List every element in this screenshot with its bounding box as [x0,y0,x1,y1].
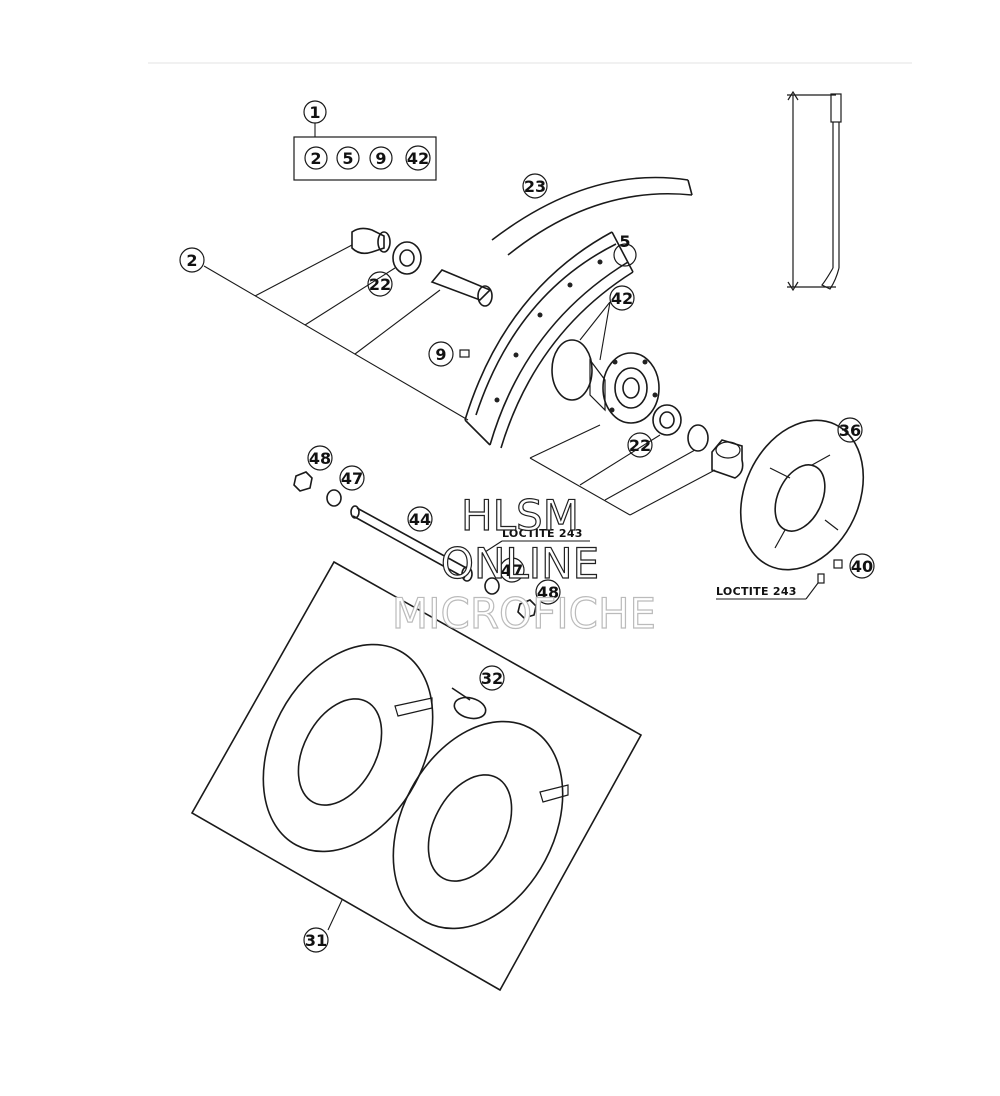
callout-circle-32 [479,665,505,691]
bearing-lower [652,404,682,436]
wheel-hub [551,339,660,424]
seal-ring [687,424,709,452]
kit-group: 1 2 5 9 42 [293,100,437,181]
watermark-line2: ONLINE [441,539,599,588]
callout-32: 32 [481,669,503,688]
callout-9-group: 9 [428,341,470,367]
callout-kit: 1 [309,103,320,122]
kit-item-circle-1 [304,146,328,170]
spacer-upper [351,227,385,255]
callout-circle-47b [499,557,525,583]
gasket-sheet: 31 [190,560,643,992]
callout-circle-40 [849,553,875,579]
spoke-dim-arrow-bottom [787,281,799,292]
right-nut-washer: 47 48 [484,557,561,619]
callout-48b: 48 [537,583,559,602]
callout-44: 44 [409,510,431,529]
kit-item-2: 5 [342,149,353,168]
callout-47a: 47 [341,469,363,488]
spoke-dim-arrow-top [787,90,799,101]
kit-item-1: 2 [310,149,321,168]
watermark-line1: HLSM [461,491,579,540]
callout-22a: 22 [369,275,391,294]
loctite-note-axle: LOCTITE 243 [502,527,583,540]
distance-sleeve [430,269,492,301]
callout-2: 2 [186,251,197,270]
kit-box [293,136,437,181]
callout-circle-2 [179,247,205,273]
gasket-left-outer [262,643,434,853]
gasket-left-inner [297,698,383,806]
callout-23: 23 [524,177,546,196]
callout-36: 36 [839,421,861,440]
wheel-rim: 5 42 [464,231,637,449]
screw-40 [833,559,843,569]
callout-9: 9 [435,345,446,364]
disc-screw-group: 40 LOCTITE 243 [716,553,875,600]
washer-47b [484,577,500,595]
screw-9 [459,349,470,358]
callout-circle-22a [367,271,393,297]
callout-circle-48b [535,579,561,605]
kit-item-circle-2 [336,146,360,170]
callout-circle-5 [613,243,637,267]
callout-5: 5 [619,232,630,251]
bearing-upper [392,241,422,275]
callout-47b: 47 [501,561,523,580]
cable-tie-group: 32 [451,665,505,720]
gasket-right-inner [427,774,513,882]
kit-item-3: 9 [375,149,386,168]
brake-disc: 36 [739,417,865,571]
watermark-line3: MICROFICHE [392,589,656,638]
callout-circle-9 [428,341,454,367]
left-nut-washer: 48 47 [293,445,365,507]
rim-tape-23: 23 [491,173,693,256]
callout-circle-23 [522,173,548,199]
spoke-nipple [830,93,842,123]
lower-bearings: 22 [529,404,744,516]
callout-circle-44 [407,506,433,532]
cable-tie [453,696,487,720]
callout-31: 31 [305,931,327,950]
kit-item-circle-4 [405,145,431,171]
callout-circle-47a [339,465,365,491]
callout-2-group: 2 [179,244,469,421]
callout-42: 42 [611,289,633,308]
callout-22b: 22 [629,436,651,455]
watermark: HLSM ONLINE MICROFICHE [391,490,656,638]
loctite-note-disc: LOCTITE 243 [716,585,797,598]
nut-48a [293,471,313,492]
callout-48a: 48 [309,449,331,468]
kit-item-circle-3 [369,146,393,170]
upper-bearings: 22 [351,227,493,307]
kit-item-4: 42 [407,149,429,168]
callout-circle-36 [837,417,863,443]
callout-40: 40 [851,557,873,576]
gasket-sheet-outline [190,560,643,992]
callout-circle-42 [609,285,635,311]
callout-circle-22b [627,432,653,458]
callout-circle-48a [307,445,333,471]
spacer-lower [711,439,744,479]
axle-group: 44 LOCTITE 243 [350,505,590,582]
gasket-right-outer [392,720,564,930]
spoke-detail [787,90,842,292]
callout-circle-31 [303,927,329,953]
washer-47a [326,489,342,507]
spoke-head [821,267,840,290]
nut-48b [517,599,537,619]
